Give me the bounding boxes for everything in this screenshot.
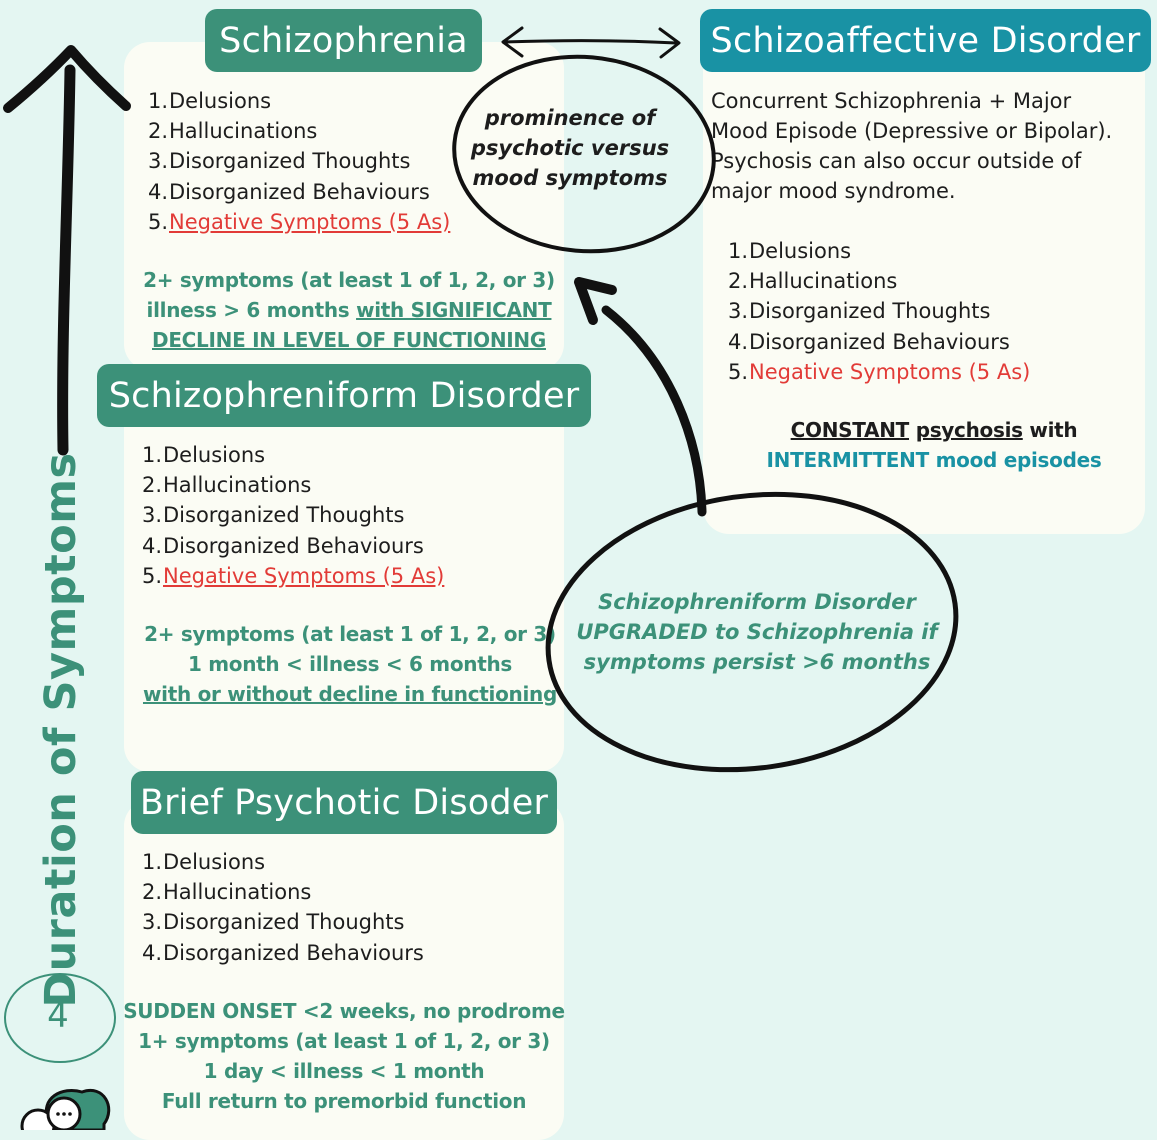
negative-symptoms-link: Negative Symptoms (5 As) [163,563,445,588]
list-item: 5.Negative Symptoms (5 As) [140,561,444,591]
schizoaffective-title: Schizoaffective Disorder [700,9,1151,72]
upgrade-callout: Schizophreniform Disorder UPGRADED to Sc… [576,590,938,674]
brief-psychotic-criteria: SUDDEN ONSET <2 weeks, no prodrome 1+ sy… [123,999,565,1113]
list-item: 3.Disorganized Thoughts [141,910,405,935]
list-item: 2.Hallucinations [147,119,318,144]
upgrade-arrow-icon [601,305,707,517]
page-number-circle-icon [4,973,116,1063]
schizophreniform-symptom-list: 1.Delusions 2.Hallucinations 3.Disorgani… [140,440,444,591]
list-item: 5.Negative Symptoms (5 As) [727,359,1031,384]
schizophrenia-title: Schizophrenia [205,9,482,72]
list-item: 2.Hallucinations [141,880,312,905]
list-item: 4.Disorganized Behaviours [147,179,430,204]
schizoaffective-symptom-list: 1.Delusions 2.Hallucinations 3.Disorgani… [726,236,1030,387]
schizophreniform-panel [124,396,564,772]
schizoaffective-criteria: CONSTANT psychosis with INTERMITTENT moo… [766,418,1102,472]
negative-symptoms-link: Negative Symptoms (5 As) [169,209,451,234]
duration-axis-label: Duration of Symptoms [36,452,86,1008]
prominence-circle-icon [452,54,716,254]
schizophreniform-criteria: 2+ symptoms (at least 1 of 1, 2, or 3) 1… [142,622,557,706]
prominence-callout: prominence of psychotic versus mood symp… [470,106,670,190]
list-item: 3.Disorganized Thoughts [141,503,405,528]
schizophreniform-title: Schizophreniform Disorder [97,364,591,427]
list-item: 4.Disorganized Behaviours [141,940,424,965]
upgrade-circle-icon [545,491,959,773]
schizoaffective-panel [703,44,1145,534]
brief-psychotic-panel [124,800,564,1140]
schizophrenia-criteria: 2+ symptoms (at least 1 of 1, 2, or 3) i… [143,268,555,352]
duration-arrow-icon [57,64,76,456]
list-item: 1.Delusions [141,850,266,874]
page-number: 4 [47,996,69,1036]
schizoaffective-description: Concurrent Schizophrenia + Major Mood Ep… [711,89,1113,203]
list-item: 1.Delusions [147,89,272,113]
list-item: 5.Negative Symptoms (5 As) [146,207,450,237]
list-item: 2.Hallucinations [727,269,898,294]
list-item: 1.Delusions [141,443,266,467]
schizophrenia-symptom-list: 1.Delusions 2.Hallucinations 3.Disorgani… [146,86,450,237]
list-item: 2.Hallucinations [141,473,312,498]
list-item: 4.Disorganized Behaviours [727,329,1010,354]
speech-bubbles-icon [20,1088,111,1130]
list-item: 4.Disorganized Behaviours [141,533,424,558]
list-item: 1.Delusions [727,239,852,263]
double-arrow-icon [501,26,681,59]
brief-psychotic-symptom-list: 1.Delusions 2.Hallucinations 3.Disorgani… [140,847,424,968]
list-item: 3.Disorganized Thoughts [147,149,411,174]
schizophrenia-panel [124,42,564,370]
list-item: 3.Disorganized Thoughts [727,299,991,324]
brief-psychotic-title: Brief Psychotic Disoder [131,771,557,834]
